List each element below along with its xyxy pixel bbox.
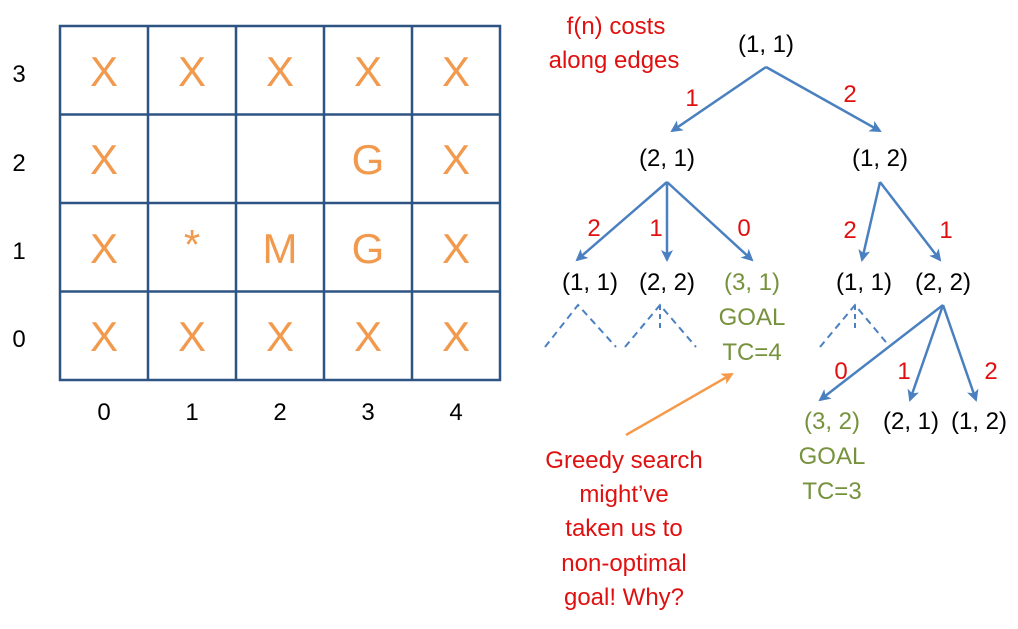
tree-node: (1, 1) <box>836 269 892 296</box>
grid-cell: X <box>442 136 470 183</box>
col-label: 4 <box>449 399 462 426</box>
edge-cost: 1 <box>897 358 910 385</box>
grid-world: X X X X X X G X X * M G X X X X X X 3 2 … <box>12 24 502 426</box>
tree-node: (2, 1) <box>639 145 695 172</box>
tree-edge <box>907 304 945 402</box>
grid-cell: X <box>266 48 294 95</box>
tree-edge <box>941 304 979 402</box>
grid-cell: X <box>442 313 470 360</box>
tree-node: (2, 2) <box>915 269 971 296</box>
search-tree: f(n) costs along edges (1, 1) 1 2 (2, 1)… <box>544 13 1007 505</box>
col-label: 2 <box>273 399 286 426</box>
goal-label: GOAL <box>799 443 866 470</box>
grid-cell: X <box>354 313 382 360</box>
edge-cost: 0 <box>834 358 847 385</box>
grid-cell: X <box>90 48 118 95</box>
grid-cell: X <box>90 136 118 183</box>
edge-cost: 2 <box>984 358 997 385</box>
tree-node: (2, 2) <box>639 269 695 296</box>
tree-edge <box>666 181 754 262</box>
grid-cell: X <box>266 313 294 360</box>
total-cost-label: TC=4 <box>722 339 781 366</box>
tree-node: (1, 2) <box>951 408 1007 435</box>
total-cost-label: TC=3 <box>802 478 861 505</box>
grid-cell: X <box>442 48 470 95</box>
tree-node: (2, 1) <box>883 408 939 435</box>
grid-cell: M <box>263 225 298 272</box>
grid-cell: X <box>442 225 470 272</box>
col-label: 3 <box>361 399 374 426</box>
note-line: might’ve <box>579 481 668 508</box>
unexpanded-subtree <box>544 303 617 348</box>
col-label: 0 <box>97 399 110 426</box>
tree-node-root: (1, 1) <box>738 31 794 58</box>
grid-cell: X <box>354 48 382 95</box>
edge-cost: 2 <box>587 215 600 242</box>
note-line: goal! Why? <box>564 584 684 611</box>
note-line: Greedy search <box>545 447 702 474</box>
tree-edge <box>670 65 767 133</box>
goal-label: GOAL <box>719 304 786 331</box>
edge-cost: 1 <box>685 85 698 112</box>
tree-caption: f(n) costs <box>567 13 666 40</box>
tree-node: (1, 1) <box>562 269 618 296</box>
note-line: non-optimal <box>561 550 686 577</box>
row-label: 2 <box>12 150 25 177</box>
edge-cost: 1 <box>649 215 662 242</box>
grid-cell: X <box>90 225 118 272</box>
goal-node: (3, 2) <box>804 408 860 435</box>
tree-caption: along edges <box>549 47 680 74</box>
edge-cost: 2 <box>843 217 856 244</box>
edge-cost: 1 <box>939 217 952 244</box>
grid-cell: G <box>352 225 385 272</box>
grid-cell: G <box>352 136 385 183</box>
greedy-note: Greedy search might’ve taken us to non-o… <box>545 372 734 611</box>
note-line: taken us to <box>565 515 682 542</box>
row-label: 0 <box>12 326 25 353</box>
tree-edge <box>858 181 882 262</box>
edge-cost: 0 <box>737 215 750 242</box>
col-label: 1 <box>185 399 198 426</box>
row-label: 3 <box>12 61 25 88</box>
edge-cost: 2 <box>843 81 856 108</box>
grid-cell-start: * <box>184 221 200 268</box>
tree-edge <box>575 181 668 262</box>
grid-cell: X <box>90 313 118 360</box>
row-label: 1 <box>12 238 25 265</box>
tree-node: (1, 2) <box>852 145 908 172</box>
grid-cell: X <box>178 48 206 95</box>
tree-edge <box>765 65 882 133</box>
grid-cell: X <box>178 313 206 360</box>
tree-edge <box>879 181 942 262</box>
note-arrow <box>625 372 734 437</box>
tree-edge <box>818 304 944 402</box>
goal-node: (3, 1) <box>724 269 780 296</box>
